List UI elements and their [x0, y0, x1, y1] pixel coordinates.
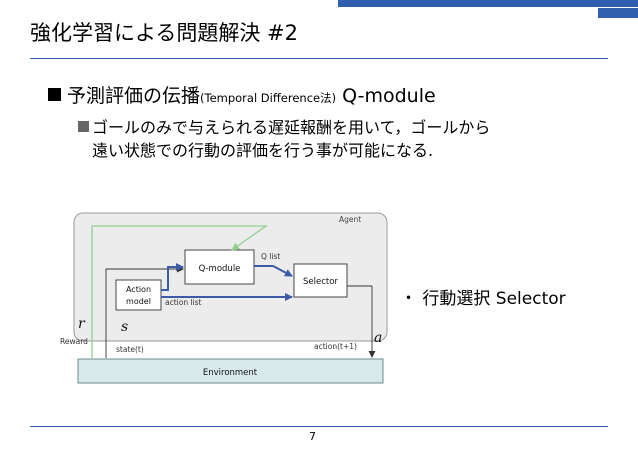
bullet-main-suffix: Q-module: [336, 85, 436, 107]
state-blue-to-q: [161, 263, 184, 291]
title-divider: [30, 58, 608, 59]
r-symbol: r: [78, 316, 86, 332]
reward-label: Reward: [60, 337, 88, 346]
bullet-sub-line2: 遠い状態での行動の評価を行う事が可能になる.: [92, 141, 434, 160]
state-black-path: [105, 265, 184, 358]
slide-title: 強化学習による問題解決 #2: [30, 21, 299, 45]
a-symbol: a: [374, 330, 382, 346]
selector-side-note: ・ 行動選択 Selector: [400, 289, 566, 309]
bullet-sub-line1: ゴールのみで与えられる遅延報酬を用いて，ゴールから: [78, 116, 490, 139]
bullet-main-paren: (Temporal Difference法): [200, 91, 337, 105]
action-model-box: [115, 279, 162, 311]
selector-label: Selector: [303, 277, 338, 287]
bullet-main-prefix: 予測評価の伝播: [67, 85, 201, 107]
q-list-arrow: [254, 265, 293, 277]
q-module-box: [184, 249, 255, 285]
s-symbol: s: [121, 319, 128, 335]
action-model-label-line2: model: [126, 297, 151, 306]
square-bullet-icon: [48, 88, 61, 101]
q-list-label: Q list: [261, 252, 280, 261]
bullet-sub-line1-text: ゴールのみで与えられる遅延報酬を用いて，ゴールから: [92, 118, 491, 137]
environment-box: [77, 358, 384, 384]
header-bar-top: [338, 0, 638, 7]
action-label: action(t+1): [314, 342, 357, 351]
state-label: state(t): [116, 345, 144, 354]
agent-label: Agent: [339, 215, 361, 224]
q-module-label: Q-module: [199, 264, 241, 274]
bullet-sub: ゴールのみで与えられる遅延報酬を用いて，ゴールから 遠い状態での行動の評価を行う…: [78, 116, 490, 162]
page-number: 7: [309, 430, 316, 443]
action-model-label-line1: Action: [126, 285, 151, 294]
header-bar-accent: [598, 8, 638, 18]
environment-label: Environment: [203, 368, 258, 378]
small-square-bullet-icon: [78, 121, 89, 132]
footer-divider: [30, 426, 608, 427]
reward-green-path: [91, 225, 269, 358]
bullet-main: 予測評価の伝播(Temporal Difference法) Q-module: [48, 84, 436, 110]
action-list-label: action list: [165, 298, 202, 307]
selector-box: [293, 263, 348, 298]
